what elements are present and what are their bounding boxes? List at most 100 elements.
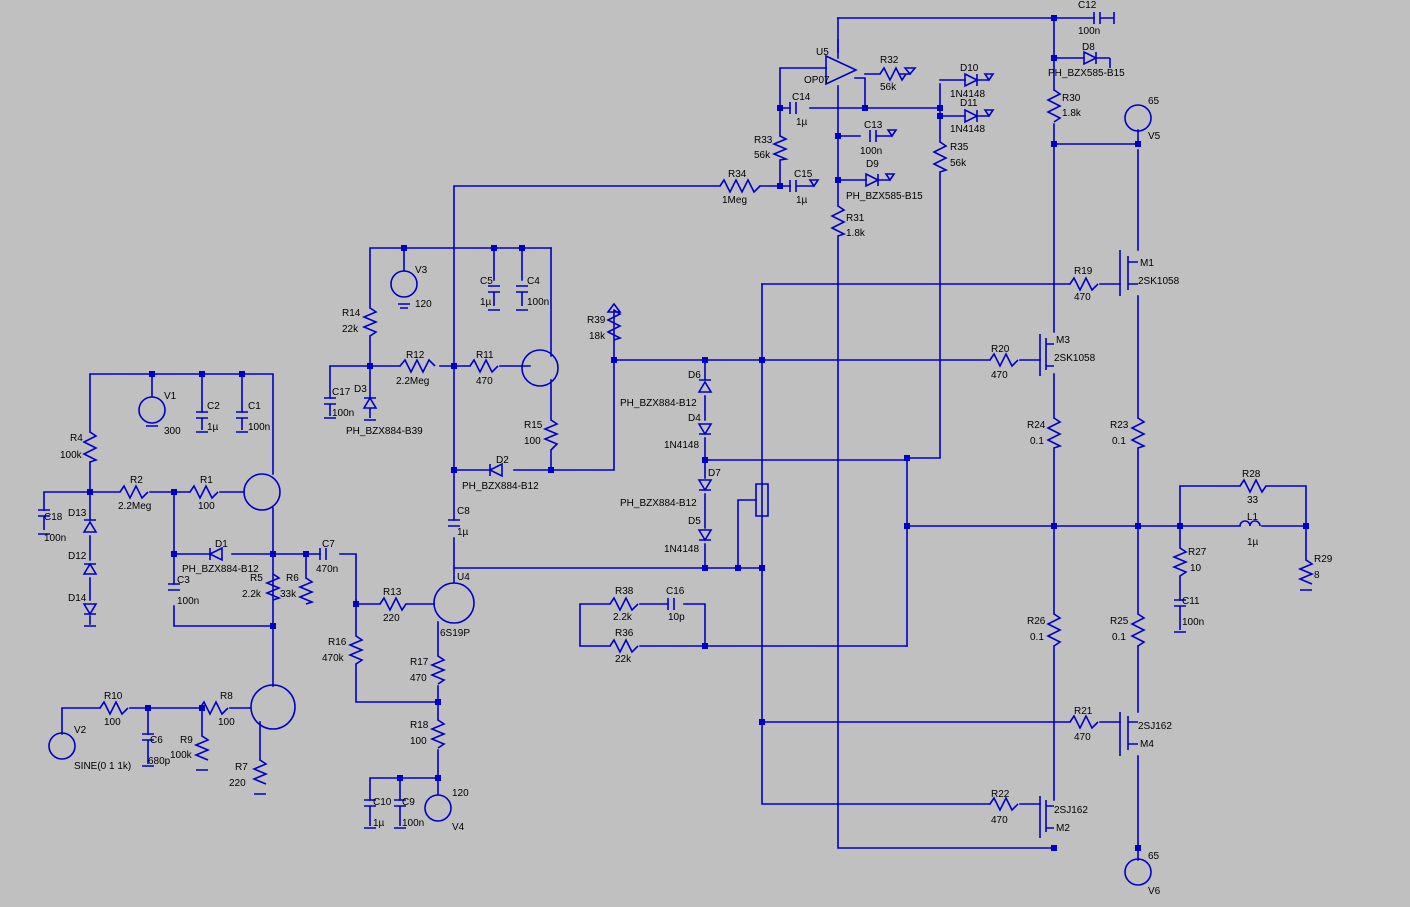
component-label: OP07 <box>804 75 830 86</box>
component-label: D11 <box>960 98 978 109</box>
component-label: 100k <box>60 450 83 461</box>
component-label: 1N4148 <box>664 544 699 555</box>
component-label: C13 <box>864 120 883 131</box>
component-label: R24 <box>1027 420 1046 431</box>
component-label: 0.1 <box>1030 632 1044 643</box>
component-label: C6 <box>150 735 163 746</box>
component-label: 33 <box>1247 495 1259 506</box>
component-label: D4 <box>688 413 701 424</box>
component-label: 1µ <box>207 422 219 433</box>
component-label: U4 <box>457 572 470 583</box>
component-label: 220 <box>229 778 246 789</box>
component-label: R21 <box>1074 706 1093 717</box>
component-label: R23 <box>1110 420 1129 431</box>
component-label: C9 <box>402 797 415 808</box>
component-label: PH_BZX884-B39 <box>346 426 423 437</box>
component-label: R34 <box>728 169 747 180</box>
component-label: 100n <box>1078 26 1100 37</box>
component-label: 1µ <box>1247 537 1259 548</box>
component-label: D7 <box>708 468 721 479</box>
component-label: 470 <box>991 370 1008 381</box>
component-label: 100 <box>524 436 541 447</box>
component-label: 1N4148 <box>950 124 985 135</box>
component-label: 100n <box>248 422 270 433</box>
component-label: C2 <box>207 401 220 412</box>
component-label: 470 <box>1074 292 1091 303</box>
component-label: 6S19P <box>440 628 470 639</box>
component-label: 1N4148 <box>664 440 699 451</box>
component-label: 1.8k <box>1062 108 1082 119</box>
component-label: 2.2Meg <box>118 501 151 512</box>
component-label: 2.2k <box>242 589 262 600</box>
component-label: 100k <box>170 750 193 761</box>
component-label: R10 <box>104 691 123 702</box>
component-label: 100 <box>198 501 215 512</box>
component-label: C4 <box>527 276 540 287</box>
component-label: 1µ <box>796 117 808 128</box>
component-label: 470 <box>410 673 427 684</box>
component-label: 1.8k <box>846 228 866 239</box>
component-label: R19 <box>1074 266 1093 277</box>
component-label: 470 <box>991 815 1008 826</box>
component-label: D2 <box>496 455 509 466</box>
component-label: R28 <box>1242 469 1261 480</box>
component-label: 22k <box>615 654 632 665</box>
component-label: 100n <box>177 596 199 607</box>
component-label: 2SK1058 <box>1054 353 1096 364</box>
component-label: C3 <box>177 575 190 586</box>
component-label: 100n <box>860 146 882 157</box>
component-label: R13 <box>383 587 402 598</box>
component-label: 100n <box>44 533 66 544</box>
component-label: D9 <box>866 159 879 170</box>
component-label: U5 <box>816 47 829 58</box>
component-label: D5 <box>688 516 701 527</box>
component-label: 100 <box>104 717 121 728</box>
component-label: C15 <box>794 169 813 180</box>
component-label: 120 <box>415 299 432 310</box>
component-label: PH_BZX585-B15 <box>1048 68 1125 79</box>
component-label: 10 <box>1190 563 1202 574</box>
component-label: C7 <box>322 539 335 550</box>
component-label: 0.1 <box>1112 436 1126 447</box>
component-label: 100n <box>527 297 549 308</box>
component-label: 22k <box>342 324 359 335</box>
component-label: M1 <box>1140 258 1154 269</box>
component-label: M4 <box>1140 739 1154 750</box>
component-label: R12 <box>406 350 425 361</box>
component-label: 1µ <box>457 527 469 538</box>
component-label: 220 <box>383 613 400 624</box>
component-label: R11 <box>476 350 494 361</box>
component-label: V5 <box>1148 131 1161 142</box>
component-label: 1Meg <box>722 195 747 206</box>
component-label: 2SJ162 <box>1138 721 1172 732</box>
component-label: R5 <box>250 573 263 584</box>
component-label: C16 <box>666 586 685 597</box>
component-label: 100 <box>218 717 235 728</box>
component-label: 18k <box>589 331 606 342</box>
component-label: R22 <box>991 789 1010 800</box>
component-label: D8 <box>1082 42 1095 53</box>
component-label: R14 <box>342 308 361 319</box>
component-label: V4 <box>452 822 465 833</box>
component-label: R2 <box>130 475 143 486</box>
component-label: 680p <box>148 756 171 767</box>
component-label: 1N4148 <box>950 89 985 100</box>
component-label: M3 <box>1056 335 1070 346</box>
component-label: M2 <box>1056 823 1070 834</box>
component-label: R39 <box>587 315 606 326</box>
component-label: PH_BZX884-B12 <box>182 564 259 575</box>
component-label: R16 <box>328 637 347 648</box>
component-label: 100n <box>402 818 424 829</box>
component-label: R17 <box>410 657 429 668</box>
component-label: R6 <box>286 573 299 584</box>
component-label: D14 <box>68 593 87 604</box>
component-label: D12 <box>68 551 87 562</box>
component-label: 1µ <box>373 818 385 829</box>
component-label: 65 <box>1148 96 1160 107</box>
component-label: 1µ <box>480 297 492 308</box>
component-label: R8 <box>220 691 233 702</box>
component-label: R32 <box>880 55 899 66</box>
component-label: PH_BZX884-B12 <box>620 398 697 409</box>
component-label: C18 <box>44 512 63 523</box>
